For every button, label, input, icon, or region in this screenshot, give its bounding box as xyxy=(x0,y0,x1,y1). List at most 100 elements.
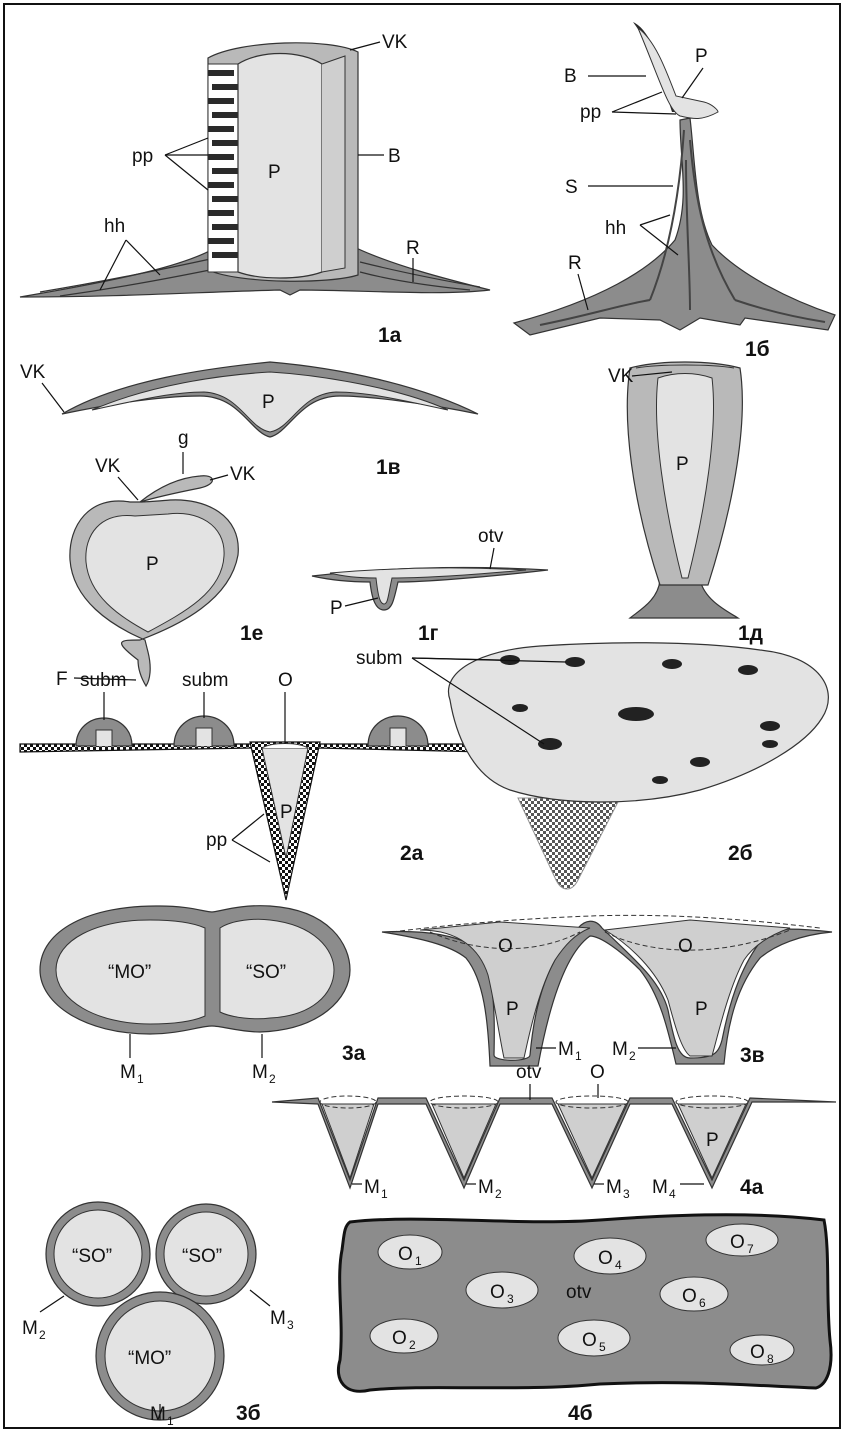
4b-label-O1: O xyxy=(398,1244,413,1265)
fig-3v: 3в xyxy=(740,1044,765,1067)
3v-label-P-2: P xyxy=(695,999,708,1020)
fig-1v: 1в xyxy=(376,456,401,479)
3b-sub-2: 2 xyxy=(39,1328,46,1342)
1v-label-VK: VK xyxy=(20,362,46,383)
4b-label-otv: otv xyxy=(566,1282,592,1303)
1a-label-pp: pp xyxy=(132,146,153,167)
3b-label-SO-right: “SO” xyxy=(182,1246,222,1267)
3b-label-SO-left: “SO” xyxy=(72,1246,112,1267)
3b-label-M2: M xyxy=(22,1318,38,1339)
1b-label-S: S xyxy=(565,177,578,198)
diagram-1a: P VK B pp hh R 1а xyxy=(20,32,490,347)
diagram-4a: otv O P M1 M2 M3 M4 4а xyxy=(272,1062,836,1201)
4b-sub-6: 6 xyxy=(699,1296,706,1310)
3v-sub-1: 1 xyxy=(575,1049,582,1063)
1b-label-hh: hh xyxy=(605,218,626,239)
1e-label-VK-left: VK xyxy=(95,456,121,477)
4b-sub-8: 8 xyxy=(767,1352,774,1366)
4a-label-M3: M xyxy=(606,1177,622,1198)
2a-label-subm-2: subm xyxy=(182,670,228,691)
4a-label-M2: M xyxy=(478,1177,494,1198)
1a-label-VK: VK xyxy=(382,32,408,53)
4a-label-M1: M xyxy=(364,1177,380,1198)
diagram-3a: “MO” “SO” M1 M2 3а xyxy=(40,906,366,1086)
4b-sub-7: 7 xyxy=(747,1242,754,1256)
1e-label-g: g xyxy=(178,428,189,449)
4b-label-O3: O xyxy=(490,1282,505,1303)
fig-2b: 2б xyxy=(728,842,753,865)
3a-label-MO: “MO” xyxy=(108,962,151,983)
1g-label-otv: otv xyxy=(478,526,504,547)
4a-sub-1: 1 xyxy=(381,1187,388,1201)
4a-pit-2 xyxy=(432,1104,496,1178)
4b-sub-5: 5 xyxy=(599,1340,606,1354)
3v-sub-2: 2 xyxy=(629,1049,636,1063)
fig-2a: 2а xyxy=(400,842,424,865)
4a-sub-2: 2 xyxy=(495,1187,502,1201)
fig-4a: 4а xyxy=(740,1176,764,1199)
fig-1b: 1б xyxy=(745,338,770,361)
1d-label-P: P xyxy=(676,454,689,475)
4a-pit-3 xyxy=(558,1104,626,1178)
4b-label-O2: O xyxy=(392,1328,407,1349)
3b-label-M3: M xyxy=(270,1308,286,1329)
1b-label-pp: pp xyxy=(580,102,601,123)
4b-label-O6: O xyxy=(682,1286,697,1307)
3b-label-M1: M xyxy=(150,1404,166,1425)
3v-label-O-1: O xyxy=(498,936,513,957)
4b-label-O8: O xyxy=(750,1342,765,1363)
3v-label-O-2: O xyxy=(678,936,693,957)
3v-cavity-2 xyxy=(605,920,790,1056)
diagram-2b: subm 2б xyxy=(356,643,828,889)
1e-label-F: F xyxy=(56,669,68,690)
2b-cone xyxy=(518,798,620,889)
1g-label-P: P xyxy=(330,598,343,619)
3a-label-SO: “SO” xyxy=(246,962,286,983)
1e-label-P: P xyxy=(146,554,159,575)
1b-body xyxy=(514,118,835,335)
3v-label-M1: M xyxy=(558,1039,574,1060)
2a-label-pp: pp xyxy=(206,830,227,851)
1a-label-P: P xyxy=(268,162,281,183)
1b-cavity xyxy=(638,28,718,119)
diagram-1g: otv P 1г xyxy=(312,526,548,645)
3b-sub-3: 3 xyxy=(287,1318,294,1332)
3a-sub-1: 1 xyxy=(137,1072,144,1086)
3v-label-M2: M xyxy=(612,1039,628,1060)
diagram-2a: P subm subm O pp 2а xyxy=(20,670,485,900)
1a-label-B: B xyxy=(388,146,401,167)
4b-sub-2: 2 xyxy=(409,1338,416,1352)
4b-label-O7: O xyxy=(730,1232,745,1253)
3a-label-M1: M xyxy=(120,1062,136,1083)
2a-label-P: P xyxy=(280,802,293,823)
1d-foot xyxy=(630,580,738,618)
diagram-1v: P VK 1в xyxy=(20,362,478,479)
3a-label-M2: M xyxy=(252,1062,268,1083)
1v-label-P: P xyxy=(262,392,275,413)
4a-sub-4: 4 xyxy=(669,1187,676,1201)
1b-label-R: R xyxy=(568,253,582,274)
1b-label-P: P xyxy=(695,46,708,67)
4a-label-otv: otv xyxy=(516,1062,542,1083)
1a-label-R: R xyxy=(406,238,420,259)
1b-label-B: B xyxy=(564,66,577,87)
4b-sub-4: 4 xyxy=(615,1258,622,1272)
3b-label-MO: “MO” xyxy=(128,1348,171,1369)
4b-label-O4: O xyxy=(598,1248,613,1269)
fig-4b: 4б xyxy=(568,1402,593,1425)
fig-1e: 1е xyxy=(240,622,263,645)
4a-sub-3: 3 xyxy=(623,1187,630,1201)
fig-3b: 3б xyxy=(236,1402,261,1425)
3a-sub-2: 2 xyxy=(269,1072,276,1086)
diagram-1b: B P pp S hh R 1б xyxy=(514,22,835,361)
fig-1a: 1а xyxy=(378,324,402,347)
4b-sub-1: 1 xyxy=(415,1254,422,1268)
2a-label-O: O xyxy=(278,670,293,691)
2a-label-subm-1: subm xyxy=(80,670,126,691)
fig-1g: 1г xyxy=(418,622,439,645)
diagram-1e: P VK g VK F 1е xyxy=(56,428,263,690)
